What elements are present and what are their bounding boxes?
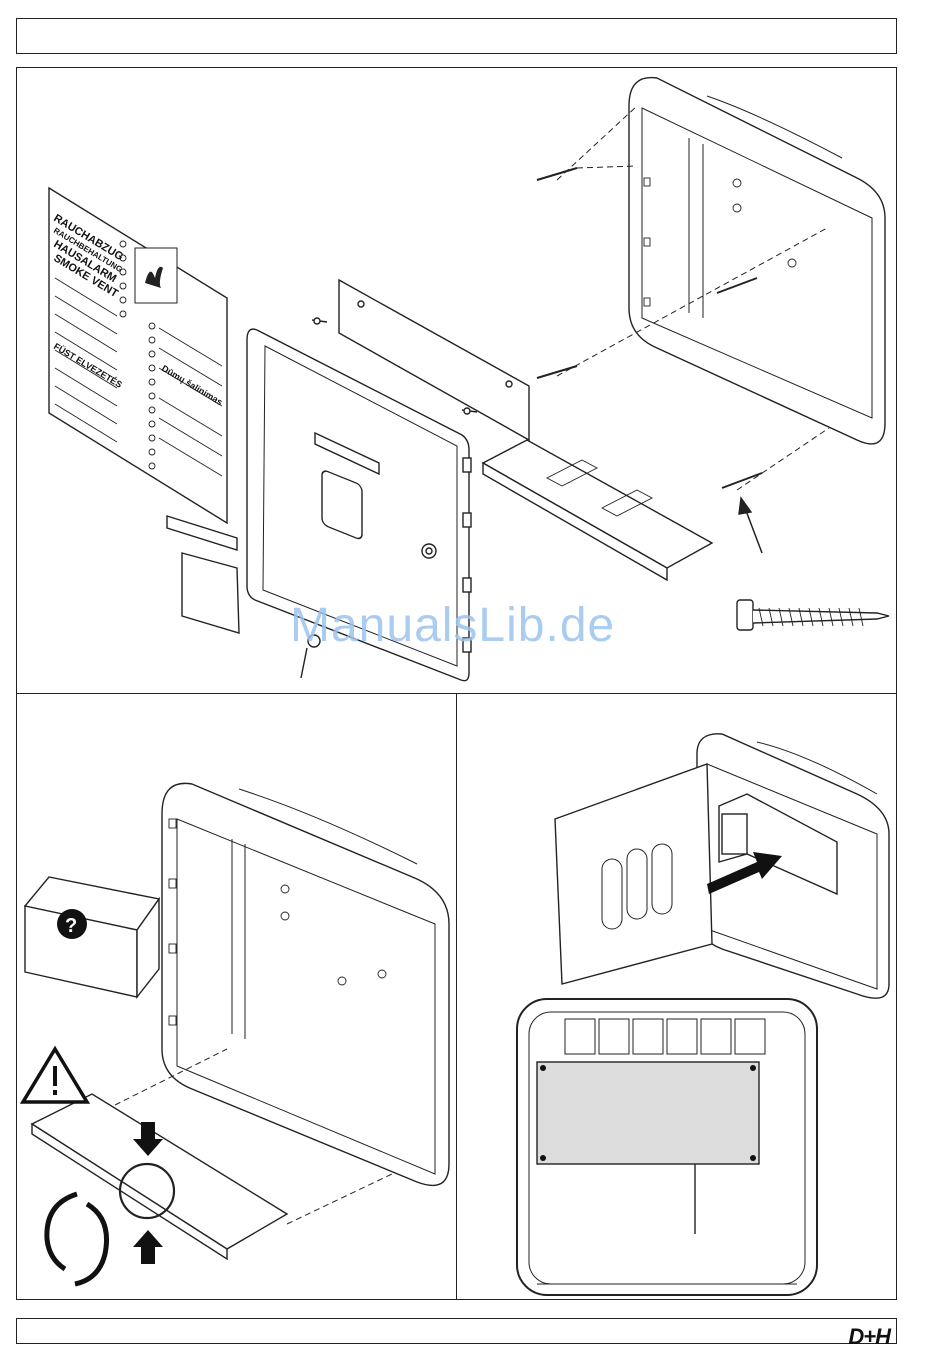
watermark: ManualsLib.de: [290, 598, 615, 653]
rotate-arrows-icon: [47, 1194, 107, 1284]
header-bar: [16, 18, 897, 54]
module-install-drawing: [457, 694, 898, 1301]
bottom-left-panel: ?: [16, 693, 458, 1300]
dh-logo: D+H: [848, 1324, 890, 1350]
battery-install-drawing: ?: [17, 694, 459, 1301]
question-mark-icon: ?: [57, 909, 87, 939]
footer-bar: [16, 1318, 897, 1344]
svg-text:?: ?: [65, 915, 77, 937]
warning-triangle-icon: [23, 1049, 87, 1102]
bottom-right-panel: [456, 693, 897, 1300]
